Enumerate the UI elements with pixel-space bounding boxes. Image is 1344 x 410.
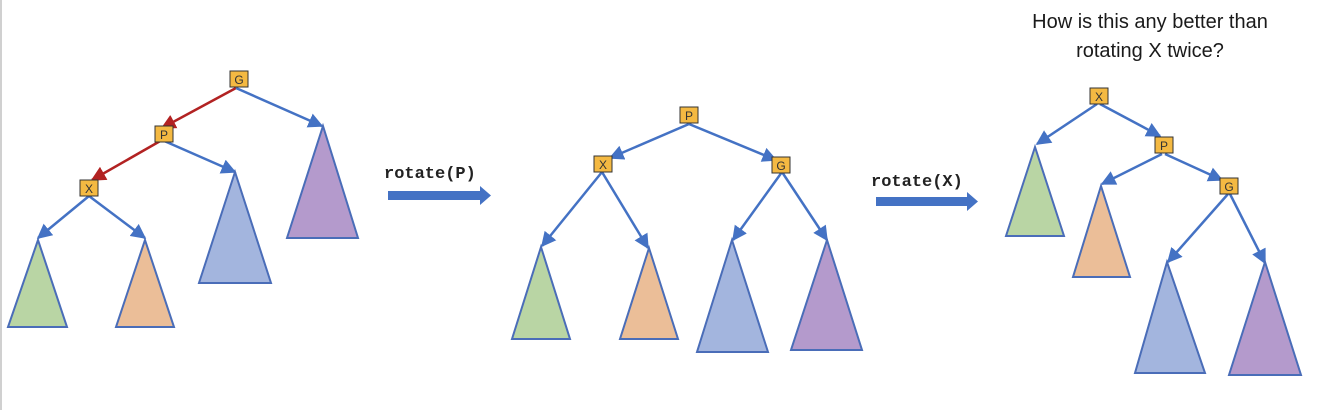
- edge-x-green: [1035, 102, 1098, 146]
- node-p: P: [1154, 136, 1174, 154]
- node-p-label: P: [685, 109, 693, 123]
- node-p-label: P: [160, 128, 168, 142]
- edge-g-purple: [235, 86, 324, 128]
- edge-p-x: [90, 138, 163, 182]
- node-g-label: G: [1224, 180, 1233, 194]
- edge-g-p: [160, 86, 237, 130]
- tree-before: G P X: [6, 70, 360, 328]
- edge-p-x: [608, 122, 690, 160]
- subtree-blue: [197, 168, 273, 284]
- edge-g-blue: [731, 171, 784, 242]
- node-g: G: [771, 156, 791, 174]
- edge-p-g: [1164, 152, 1224, 182]
- node-x: X: [79, 179, 99, 197]
- edge-g-purple: [1228, 193, 1267, 265]
- node-g-label: G: [776, 159, 785, 173]
- edge-x-green: [541, 171, 603, 248]
- subtree-orange: [618, 244, 680, 340]
- right-arrow-1: [388, 186, 491, 205]
- edge-g-purple: [780, 171, 829, 242]
- node-g-label: G: [234, 73, 243, 87]
- subtree-purple: [789, 236, 864, 351]
- node-x-label: X: [85, 182, 93, 196]
- node-x-label: X: [1095, 90, 1103, 104]
- question-caption: How is this any better than rotating X t…: [990, 8, 1310, 66]
- edge-g-blue: [1167, 193, 1229, 264]
- node-x-label: X: [599, 158, 607, 172]
- node-p-label: P: [1160, 139, 1168, 153]
- edge-p-g: [688, 122, 778, 162]
- subtree-blue: [1133, 258, 1207, 374]
- subtree-green: [6, 236, 69, 328]
- node-g: G: [229, 70, 249, 88]
- subtree-green: [1004, 143, 1066, 237]
- edge-p-orange: [1100, 152, 1163, 186]
- subtree-purple: [285, 122, 360, 239]
- node-p: P: [679, 106, 699, 124]
- node-p: P: [154, 125, 174, 143]
- subtree-orange: [1071, 182, 1132, 278]
- rotate-x-label: rotate(X): [871, 173, 963, 192]
- caption-line-2: rotating X twice?: [1076, 40, 1224, 62]
- tree-after: X P G: [1004, 87, 1303, 376]
- node-x: X: [1089, 87, 1109, 105]
- subtree-green: [510, 243, 572, 340]
- node-x: X: [593, 155, 613, 173]
- edge-x-p: [1099, 102, 1162, 138]
- subtree-blue: [695, 236, 770, 353]
- subtree-purple: [1227, 258, 1303, 376]
- edge-x-green: [36, 195, 90, 239]
- right-arrow-2: [876, 192, 978, 211]
- subtree-orange: [114, 236, 176, 328]
- node-g: G: [1219, 177, 1239, 195]
- caption-line-1: How is this any better than: [1032, 11, 1268, 33]
- edge-p-blue: [161, 138, 237, 174]
- edge-x-orange: [88, 195, 147, 239]
- edge-x-orange: [600, 171, 650, 250]
- tree-middle: P X G: [510, 106, 864, 353]
- rotate-p-label: rotate(P): [384, 165, 476, 184]
